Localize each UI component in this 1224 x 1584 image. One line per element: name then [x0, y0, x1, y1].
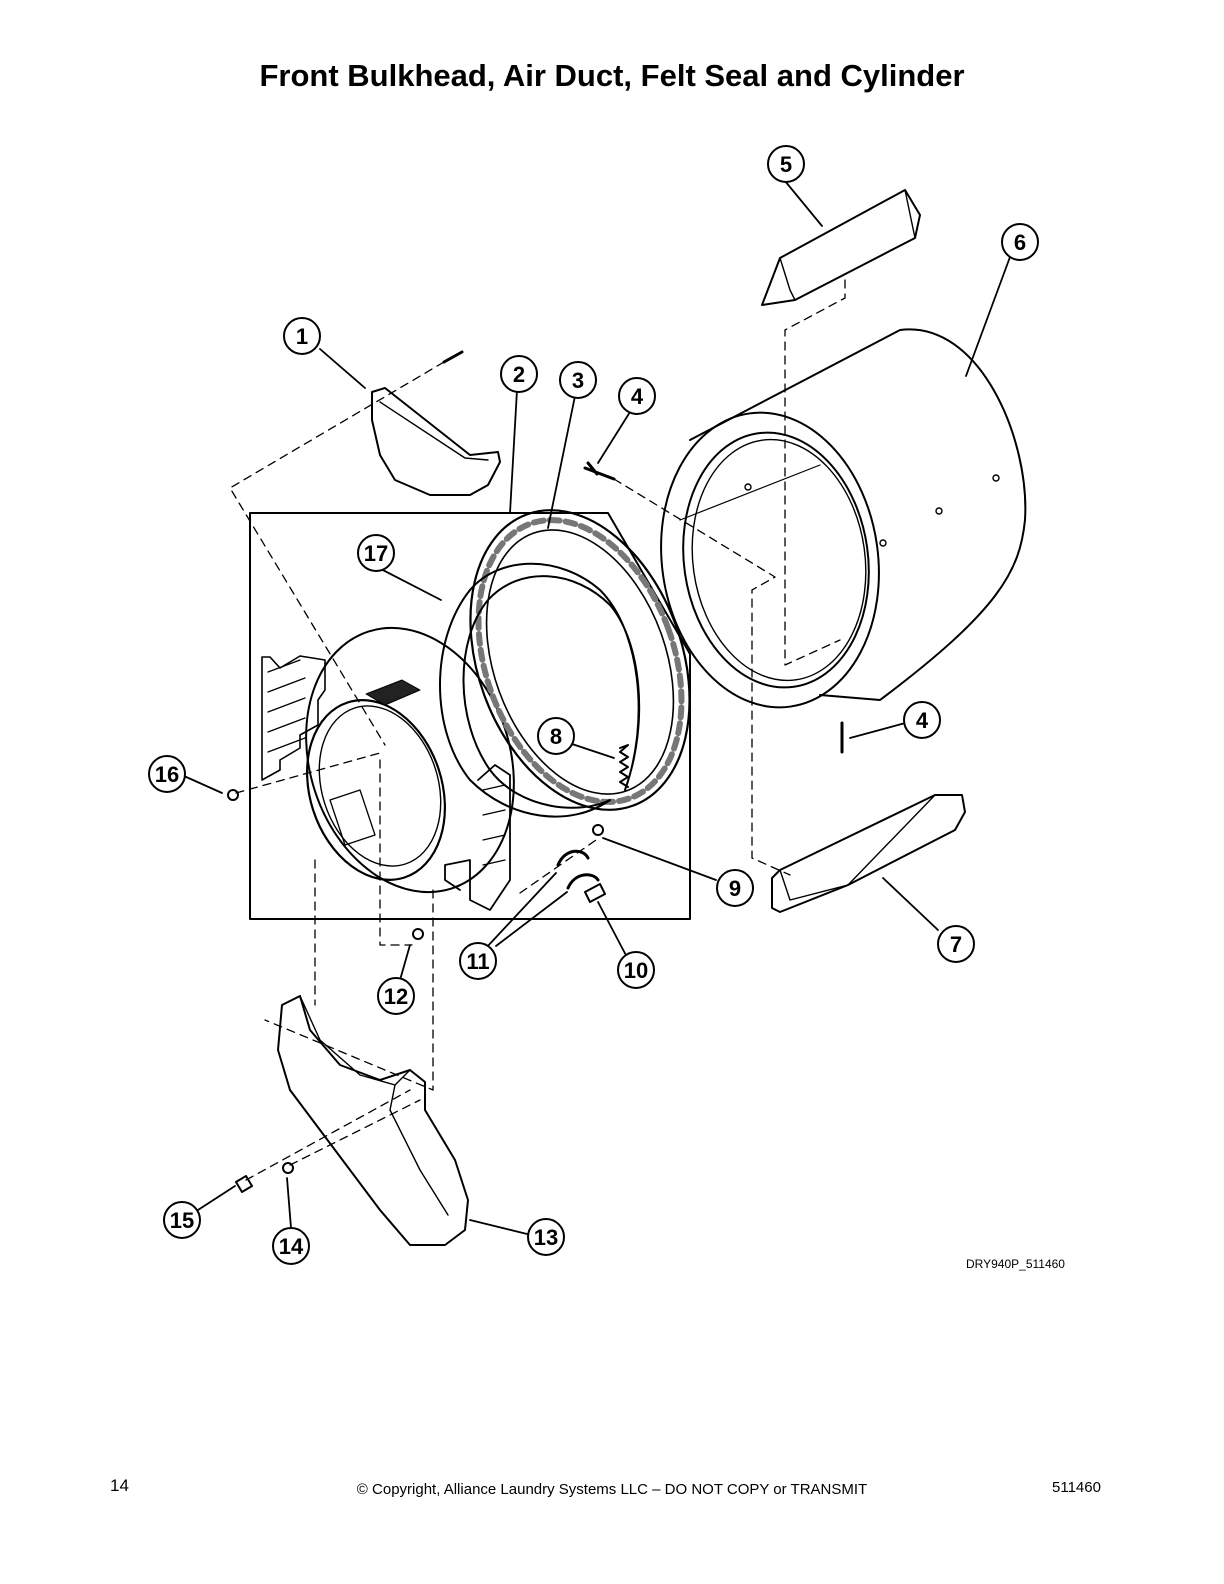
screw-14	[282, 1162, 294, 1174]
screw-1	[442, 350, 464, 364]
callout-4a: 4	[618, 377, 656, 415]
callout-3: 3	[559, 361, 597, 399]
svg-text:13: 13	[534, 1225, 558, 1250]
upper-duct-cap	[371, 387, 501, 496]
callout-12: 12	[377, 977, 415, 1015]
screw-16	[227, 789, 239, 801]
callout-6: 6	[1001, 223, 1039, 261]
callout-11: 11	[459, 942, 497, 980]
svg-text:16: 16	[155, 762, 179, 787]
svg-text:4: 4	[631, 384, 644, 409]
svg-text:1: 1	[296, 324, 308, 349]
callout-2: 2	[500, 355, 538, 393]
callout-9: 9	[716, 869, 754, 907]
plug-15	[235, 1175, 253, 1193]
seal-retaining-ring	[439, 562, 641, 818]
svg-text:12: 12	[384, 984, 408, 1009]
felt-seal-inner	[485, 529, 675, 795]
lower-baffle	[771, 794, 966, 913]
clip-11a	[556, 849, 590, 867]
page-number: 14	[110, 1476, 129, 1495]
alignment-lines	[229, 279, 846, 1181]
right-hinge-bracket	[444, 764, 511, 911]
screw-4a	[583, 461, 616, 481]
svg-text:7: 7	[950, 932, 962, 957]
svg-text:9: 9	[729, 876, 741, 901]
svg-text:10: 10	[624, 958, 648, 983]
svg-text:3: 3	[572, 368, 584, 393]
callout-1: 1	[283, 317, 321, 355]
document-number: 511460	[1052, 1479, 1101, 1496]
tension-spring	[619, 744, 629, 788]
callout-17: 17	[357, 534, 395, 572]
lower-air-duct	[277, 995, 469, 1246]
callout-14: 14	[272, 1227, 310, 1265]
callout-13: 13	[527, 1218, 565, 1256]
cylinder-front-rim	[660, 411, 880, 709]
screw-12	[412, 928, 424, 940]
callout-4b: 4	[903, 701, 941, 739]
svg-text:17: 17	[364, 541, 388, 566]
clip-10	[584, 883, 606, 903]
leader-lines	[183, 180, 1011, 1235]
front-bulkhead-panel	[249, 512, 691, 920]
svg-text:11: 11	[466, 949, 489, 974]
svg-text:15: 15	[170, 1208, 194, 1233]
figure-code: DRY940P_511460	[966, 1257, 1065, 1271]
front-shell-opening	[305, 699, 447, 881]
svg-text:14: 14	[279, 1234, 304, 1259]
copyright-notice: © Copyright, Alliance Laundry Systems LL…	[356, 1481, 868, 1498]
screw-9	[592, 824, 604, 836]
svg-text:2: 2	[513, 362, 525, 387]
callout-5: 5	[767, 145, 805, 183]
callout-16: 16	[148, 755, 186, 793]
callouts: 1 2 3 4 4 5 6 7 8 9 10 11 12 13 14 15 16…	[148, 145, 1039, 1265]
callout-8: 8	[537, 717, 575, 755]
svg-text:4: 4	[916, 708, 929, 733]
front-shell-outer	[305, 626, 515, 894]
callout-15: 15	[163, 1201, 201, 1239]
left-mounting-bracket	[261, 655, 326, 781]
svg-text:5: 5	[780, 152, 792, 177]
callout-10: 10	[617, 951, 655, 989]
upper-baffle	[761, 189, 921, 306]
callout-7: 7	[937, 925, 975, 963]
clip-11b	[566, 873, 600, 890]
cylinder-body	[689, 328, 1027, 701]
page-title: Front Bulkhead, Air Duct, Felt Seal and …	[259, 58, 965, 93]
svg-text:8: 8	[550, 724, 562, 749]
svg-text:6: 6	[1014, 230, 1026, 255]
